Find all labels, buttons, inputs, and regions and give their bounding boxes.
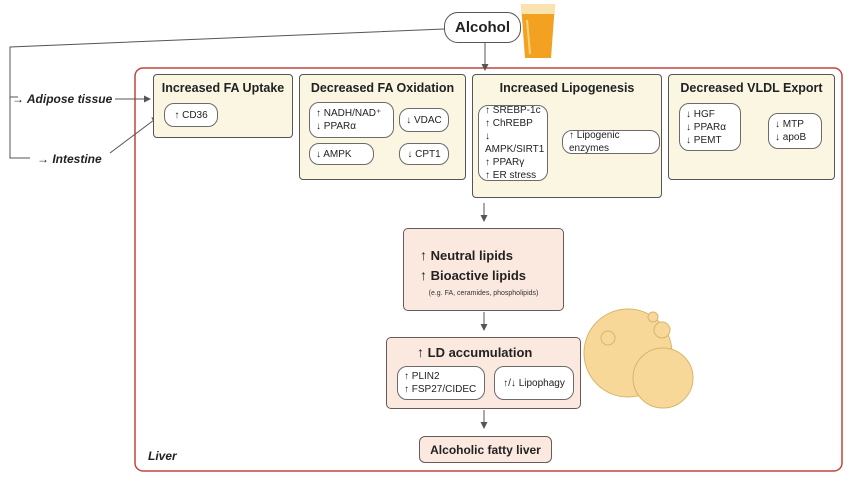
pemt-text: ↓ PEMT [686,134,722,146]
bioactive-lipids-text: Bioactive lipids [430,268,526,283]
liver-border [134,67,843,472]
cd36-text: ↑ CD36 [174,109,208,121]
nadh-ppara-box: ↑ NADH/NAD⁺ ↓ PPARα [309,102,394,138]
mtp-apob-box: ↓ MTP ↓ apoB [768,113,822,149]
ampk-box: ↓ AMPK [309,143,374,165]
alcoholic-fatty-liver-text: Alcoholic fatty liver [430,442,541,457]
ampk-text: ↓ AMPK [316,148,352,160]
nadh-text: ↑ NADH/NAD⁺ [316,108,382,119]
alcoholic-fatty-liver-box: Alcoholic fatty liver [419,436,552,463]
up-arrow-icon: ↑ [420,247,427,263]
ppara-text: ↓ PPARα [316,121,357,132]
ld-title-text: LD accumulation [427,345,533,360]
bioactive-lipids-row: ↑ Bioactive lipids [420,267,526,283]
lipogenic-enzymes-text: ↑ Lipogenic enzymes [569,130,620,154]
lipids-note: (e.g. FA, ceramides, phospholipids) [428,290,539,297]
plin2-fsp27-box: ↑ PLIN2 ↑ FSP27/CIDEC [397,366,485,400]
apob-text: ↓ apoB [775,132,807,143]
ppary-text: ↑ PPARγ [485,157,525,168]
panel-fa-oxidation-title: Decreased FA Oxidation [310,81,455,95]
panel-fa-uptake-title: Increased FA Uptake [161,81,285,95]
ampk-sirt1-text: ↓ AMPK/SIRT1 [485,131,545,155]
plin2-text: ↑ PLIN2 [404,371,440,382]
cpt1-box: ↓ CPT1 [399,143,449,165]
adipose-tissue-label: → Adipose tissue [12,92,113,106]
neutral-lipids-row: ↑ Neutral lipids [420,247,513,263]
panel-vldl-export-title: Decreased VLDL Export [680,81,823,95]
vdac-box: ↓ VDAC [399,108,449,132]
beer-glass-icon [521,4,555,58]
fsp27-text: ↑ FSP27/CIDEC [404,384,477,395]
lipophagy-text: ↑/↓ Lipophagy [503,377,565,389]
vdac-text: ↓ VDAC [406,114,442,126]
panel-vldl-export: Decreased VLDL Export ↓ HGF ↓ PPARα ↓ PE… [668,74,835,180]
adipose-text: Adipose tissue [26,92,113,106]
panel-fa-oxidation: Decreased FA Oxidation ↑ NADH/NAD⁺ ↓ PPA… [299,74,466,180]
up-arrow-icon: ↑ [420,267,427,283]
lipogenic-enzymes-box: ↑ Lipogenic enzymes [562,130,660,154]
chrebp-text: ↑ ChREBP [485,118,533,129]
up-arrow-icon: ↑ [417,344,424,360]
panel-fa-uptake: Increased FA Uptake ↑ CD36 [153,74,293,138]
cd36-box: ↑ CD36 [164,103,218,127]
hgf-text: ↓ HGF [686,108,715,120]
intestine-text: Intestine [52,152,102,166]
vldl-regulators-box: ↓ HGF ↓ PPARα ↓ PEMT [679,103,741,151]
lipid-droplets-illustration [583,308,694,409]
ld-accumulation-box: ↑ LD accumulation ↑ PLIN2 ↑ FSP27/CIDEC … [386,337,581,409]
lipids-box: ↑ Neutral lipids ↑ Bioactive lipids (e.g… [403,228,564,311]
neutral-lipids-text: Neutral lipids [430,248,513,263]
lipophagy-box: ↑/↓ Lipophagy [494,366,574,400]
cpt1-text: ↓ CPT1 [407,148,441,160]
panel-lipogenesis: Increased Lipogenesis ↑ SREBP-1c ↑ ChREB… [472,74,662,198]
ld-accumulation-title: ↑ LD accumulation [417,344,532,360]
liver-label: Liver [148,449,177,463]
intestine-label: → Intestine [37,152,102,166]
lipogenesis-regulators-box: ↑ SREBP-1c ↑ ChREBP ↓ AMPK/SIRT1 ↑ PPARγ… [478,105,548,181]
alcohol-text: Alcohol [455,19,510,36]
er-stress-text: ↑ ER stress [485,170,537,181]
srebp-text: ↑ SREBP-1c [485,105,541,116]
panel-lipogenesis-title: Increased Lipogenesis [499,81,635,95]
vldl-ppara-text: ↓ PPARα [686,121,727,133]
mtp-text: ↓ MTP [775,119,804,130]
alcohol-label: Alcohol [444,12,521,43]
